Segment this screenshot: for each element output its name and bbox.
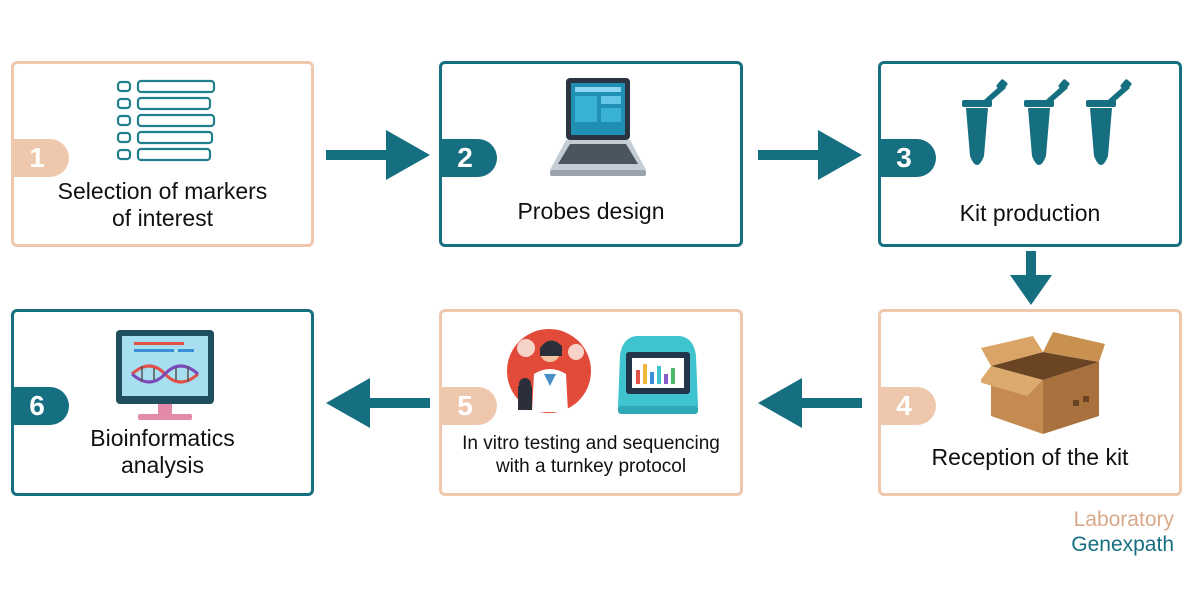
- checklist-icon: [116, 79, 216, 162]
- step-3-badge: 3: [878, 139, 936, 177]
- step-3-card: 3 Kit production: [878, 61, 1182, 247]
- step-6-label-line1: Bioinformatics: [90, 425, 235, 451]
- step-2-card: 2 Probes design: [439, 61, 743, 247]
- scientist-and-sequencer-icon: [507, 329, 698, 414]
- step-3-label-line1: Kit production: [959, 200, 1101, 226]
- laptop-icon: [550, 78, 646, 176]
- step-6-badge: 6: [11, 387, 69, 425]
- cardboard-box-icon: [981, 332, 1105, 434]
- step-4-card: 4 Reception of the kit: [878, 309, 1182, 496]
- step-6-card: 6 Bioinformatics analysis: [11, 309, 314, 496]
- step-5-label-line2: with a turnkey protocol: [495, 456, 687, 477]
- step-5-card: 5 In vitro testing and sequencing with a…: [439, 309, 743, 496]
- brand-line-laboratory: Laboratory: [1073, 508, 1174, 531]
- step-5-badge: 5: [439, 387, 497, 425]
- step-6-label-line2: analysis: [120, 452, 205, 478]
- step-1-card: 1 Selection of markers of interest: [11, 61, 314, 247]
- step-1-badge: 1: [11, 139, 69, 177]
- step-4-badge: 4: [878, 387, 936, 425]
- brand-line-genexpath: Genexpath: [1071, 533, 1174, 556]
- step-4-label-line1: Reception of the kit: [931, 444, 1129, 470]
- arrow-down-icon: [1010, 251, 1052, 305]
- arrow-right-1-icon: [326, 130, 430, 180]
- dna-monitor-icon: [116, 330, 214, 420]
- step-2-label-line1: Probes design: [517, 198, 665, 224]
- arrow-left-2-icon: [326, 378, 430, 428]
- arrow-left-1-icon: [758, 378, 862, 428]
- step-5-label-line1: In vitro testing and sequencing: [462, 433, 720, 454]
- arrow-right-2-icon: [758, 130, 862, 180]
- step-2-badge: 2: [439, 139, 497, 177]
- step-1-label-line2: of interest: [112, 205, 213, 231]
- step-1-label-line1: Selection of markers: [57, 178, 268, 204]
- test-tubes-icon: [962, 79, 1132, 165]
